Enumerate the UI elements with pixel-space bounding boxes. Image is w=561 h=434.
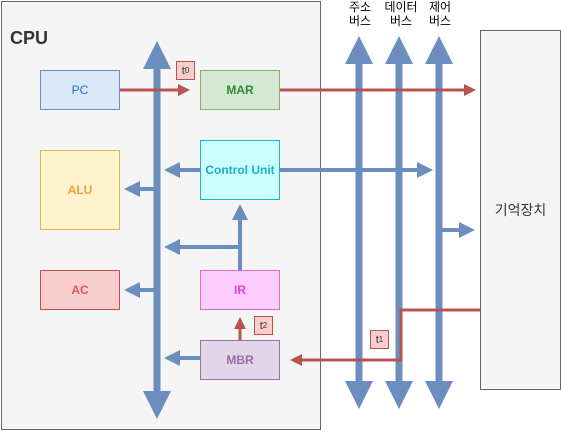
data-bus-label: 데이터 버스 bbox=[383, 0, 419, 28]
cpu-title: CPU bbox=[10, 28, 49, 48]
control-bus-label: 제어 버스 bbox=[425, 0, 455, 28]
address-bus-label-line2: 버스 bbox=[348, 14, 372, 28]
t2-sub: 2 bbox=[262, 321, 268, 330]
control-unit: Control Unit bbox=[200, 140, 280, 200]
memory-unit: 기억장치 bbox=[480, 30, 561, 390]
mar-register: MAR bbox=[200, 70, 280, 110]
alu-unit: ALU bbox=[40, 150, 120, 230]
data-bus-label-line1: 데이터 bbox=[384, 0, 418, 14]
ac-register: AC bbox=[40, 270, 120, 310]
address-bus-label-line1: 주소 bbox=[348, 0, 372, 14]
t0-sub: 0 bbox=[184, 66, 190, 75]
memory-to-mbr-path bbox=[290, 308, 480, 366]
t0-base: t bbox=[181, 64, 185, 77]
ir-register: IR bbox=[200, 270, 280, 310]
data-bus-label-line2: 버스 bbox=[389, 14, 413, 28]
mbr-register: MBR bbox=[200, 340, 280, 380]
address-bus-label: 주소 버스 bbox=[345, 0, 375, 28]
t1-base: t bbox=[375, 333, 379, 346]
memory-label: 기억장치 bbox=[494, 203, 547, 219]
control-bus-label-line1: 제어 bbox=[428, 0, 452, 14]
t2-base: t bbox=[259, 319, 263, 332]
control-bus-label-line2: 버스 bbox=[428, 14, 452, 28]
pc-register: PC bbox=[40, 70, 120, 110]
t1-sub: 1 bbox=[378, 335, 384, 344]
